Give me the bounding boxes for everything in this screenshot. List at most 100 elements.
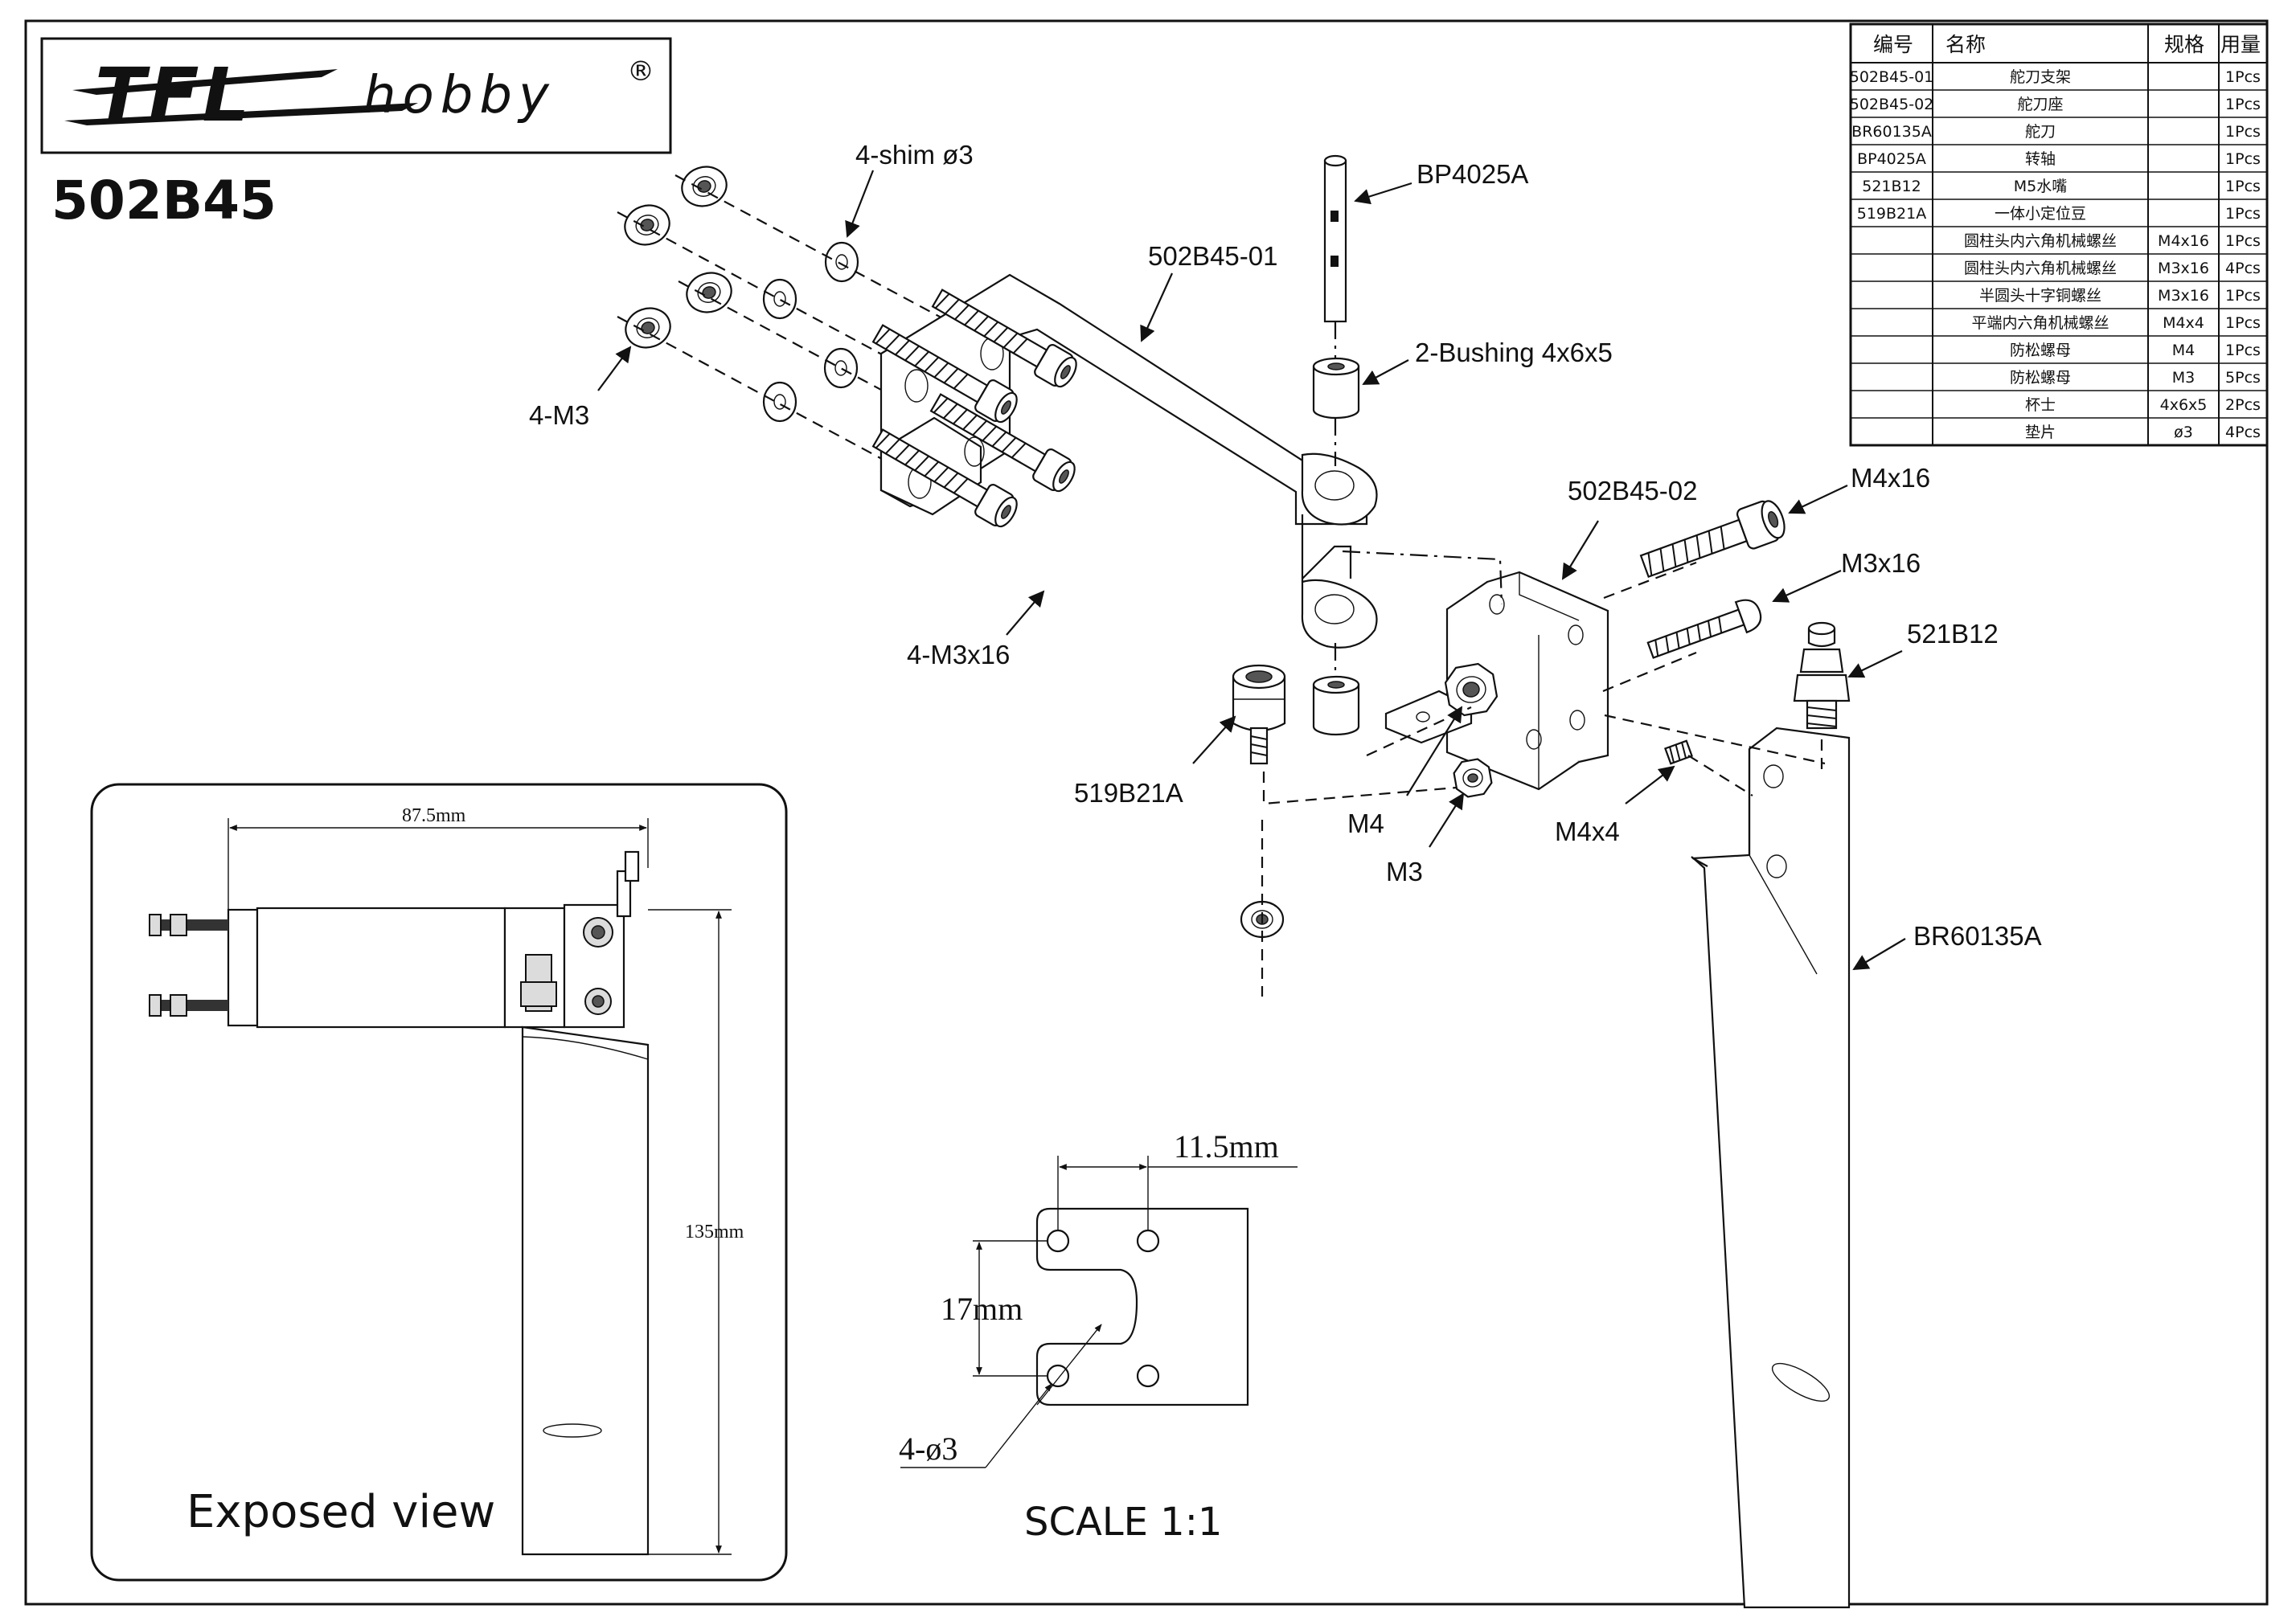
- bom-cell-name: 转轴: [2025, 150, 2056, 168]
- m3-nut-icon: [1453, 758, 1493, 798]
- bom-cell-qty: 1Pcs: [2225, 123, 2261, 141]
- bom-cell-name: 一体小定位豆: [1995, 205, 2086, 223]
- bom-cell-qty: 5Pcs: [2225, 369, 2261, 387]
- label-shim: 4-shim ø3: [855, 140, 974, 170]
- bom-cell-qty: 1Pcs: [2225, 150, 2261, 168]
- socket-screw-icon: [929, 393, 1076, 493]
- bom-cell-code: BR60135A: [1851, 123, 1932, 141]
- bom-cell-code: 502B45-01: [1850, 68, 1934, 86]
- dim-slot-height: 17mm: [941, 1291, 1023, 1327]
- bom-cell-qty: 1Pcs: [2225, 96, 2261, 113]
- bom-table: 编号 名称 规格用量 502B45-01 舵刀支架 1Pcs 502B45-02 舵刀座 1Pc…: [1849, 23, 2269, 447]
- bom-cell-name: M5水嘴: [2014, 178, 2067, 195]
- bom-cell-spec: M3: [2172, 369, 2195, 387]
- bushing-icon: [1312, 675, 1360, 736]
- shim-icon: [762, 278, 797, 320]
- bom-header-cell: 规格: [2164, 33, 2204, 56]
- bolt-icon: [149, 994, 228, 1017]
- m3-nut-icon: [681, 166, 728, 207]
- water-nipple-521b12: [1793, 621, 1851, 730]
- label-m4: M4: [1347, 808, 1384, 838]
- bom-cell-spec: M4x4: [2163, 314, 2204, 332]
- mount-502b45-02: [1384, 571, 1609, 791]
- locator-519b21a: [1232, 664, 1286, 765]
- bom-cell-name: 防松螺母: [2010, 342, 2071, 359]
- bom-cell-qty: 1Pcs: [2225, 287, 2261, 305]
- registered-mark: ®: [627, 55, 654, 88]
- label-bushing: 2-Bushing 4x6x5: [1415, 338, 1613, 367]
- label-m3: M3: [1386, 857, 1423, 886]
- bom-cell-qty: 1Pcs: [2225, 205, 2261, 223]
- shims: [762, 241, 859, 423]
- m3-nut-icon: [625, 307, 671, 349]
- bom-cell-qty: 1Pcs: [2225, 342, 2261, 359]
- bom-cell-spec: 4x6x5: [2160, 396, 2208, 414]
- bom-header-cell: 用量: [2220, 33, 2261, 56]
- brand-logo: TFL hobby ®: [40, 37, 672, 154]
- exposed-view-label: Exposed view: [187, 1486, 495, 1538]
- label-locator: 519B21A: [1074, 778, 1183, 808]
- callout-leaders: [597, 170, 1906, 971]
- bom-cell-qty: 1Pcs: [2225, 68, 2261, 86]
- bom-cell-spec: M4x16: [2158, 232, 2209, 250]
- shim-icon: [823, 347, 859, 389]
- nut-icon: [584, 988, 612, 1015]
- bom-header-cell: 名称: [1945, 33, 1986, 56]
- exposed-view-panel: 87.5mm 135mm Exposed view: [90, 783, 788, 1582]
- bom-cell-qty: 1Pcs: [2225, 178, 2261, 195]
- bom-cell-name: 舵刀座: [2017, 96, 2063, 113]
- bom-cell-name: 杯士: [2025, 396, 2056, 414]
- dim-height: 135mm: [685, 1222, 744, 1242]
- label-m3x16: M3x16: [1841, 548, 1921, 578]
- rudder-blade-br60135a: [1691, 727, 1851, 1609]
- brand-name: TFL: [95, 52, 252, 138]
- bolt-icon: [149, 914, 228, 936]
- bom-cell-qty: 1Pcs: [2225, 314, 2261, 332]
- bushing-icon: [1312, 357, 1360, 420]
- bom-cell-name: 垫片: [2025, 424, 2056, 441]
- bom-cell-code: 521B12: [1862, 178, 1921, 195]
- dim-hole-spacing: 11.5mm: [1174, 1128, 1279, 1165]
- bom-cell-name: 圆柱头内六角机械螺丝: [1964, 232, 2117, 250]
- bom-header-cell: 编号: [1873, 33, 1913, 56]
- bom-cell-name: 半圆头十字铜螺丝: [1979, 287, 2101, 305]
- m3-nut-icon: [686, 272, 732, 313]
- bom-cell-spec: M3x16: [2158, 260, 2209, 277]
- bom-cell-code: BP4025A: [1857, 150, 1926, 168]
- socket-screw-icon: [931, 289, 1077, 388]
- bom-cell-qty: 4Pcs: [2225, 424, 2261, 441]
- label-bp4025a: BP4025A: [1417, 159, 1528, 189]
- m3-nut-icon: [624, 204, 670, 246]
- m3x16-screws: [871, 289, 1077, 528]
- label-mount: 502B45-02: [1568, 476, 1697, 506]
- bom-cell-code: 519B21A: [1857, 205, 1926, 223]
- bom-cell-name: 舵刀支架: [2010, 68, 2071, 86]
- socket-screw-icon: [871, 324, 1018, 424]
- phillips-screw-icon: [1646, 599, 1762, 659]
- bom-cell-name: 防松螺母: [2010, 369, 2071, 387]
- brand-subname: hobby: [363, 66, 556, 125]
- label-nipple: 521B12: [1907, 619, 1999, 649]
- bom-cell-qty: 2Pcs: [2225, 396, 2261, 414]
- label-m4x4: M4x4: [1555, 817, 1620, 846]
- bracket-502b45-01: [879, 273, 1378, 649]
- label-m4x16: M4x16: [1851, 463, 1930, 493]
- shaft-bp4025a: [1323, 154, 1347, 323]
- bom-cell-name: 平端内六角机械螺丝: [1971, 314, 2109, 332]
- bom-cell-spec: M4: [2172, 342, 2195, 359]
- socket-screw-icon: [871, 428, 1018, 528]
- label-nuts-m3: 4-M3: [529, 400, 589, 430]
- scale-label: SCALE 1:1: [1024, 1500, 1222, 1545]
- bom-cell-qty: 1Pcs: [2225, 232, 2261, 250]
- dim-holes: 4-ø3: [899, 1431, 957, 1467]
- bom-cell-name: 圆柱头内六角机械螺丝: [1964, 260, 2117, 277]
- shim-icon: [824, 241, 859, 283]
- label-blade: BR60135A: [1913, 921, 2042, 951]
- nut-icon: [583, 917, 613, 948]
- shim-icon: [762, 381, 797, 423]
- dim-width: 87.5mm: [402, 805, 466, 826]
- m3-nuts: [624, 166, 732, 349]
- bom-cell-qty: 4Pcs: [2225, 260, 2261, 277]
- bom-cell-code: 502B45-02: [1850, 96, 1934, 113]
